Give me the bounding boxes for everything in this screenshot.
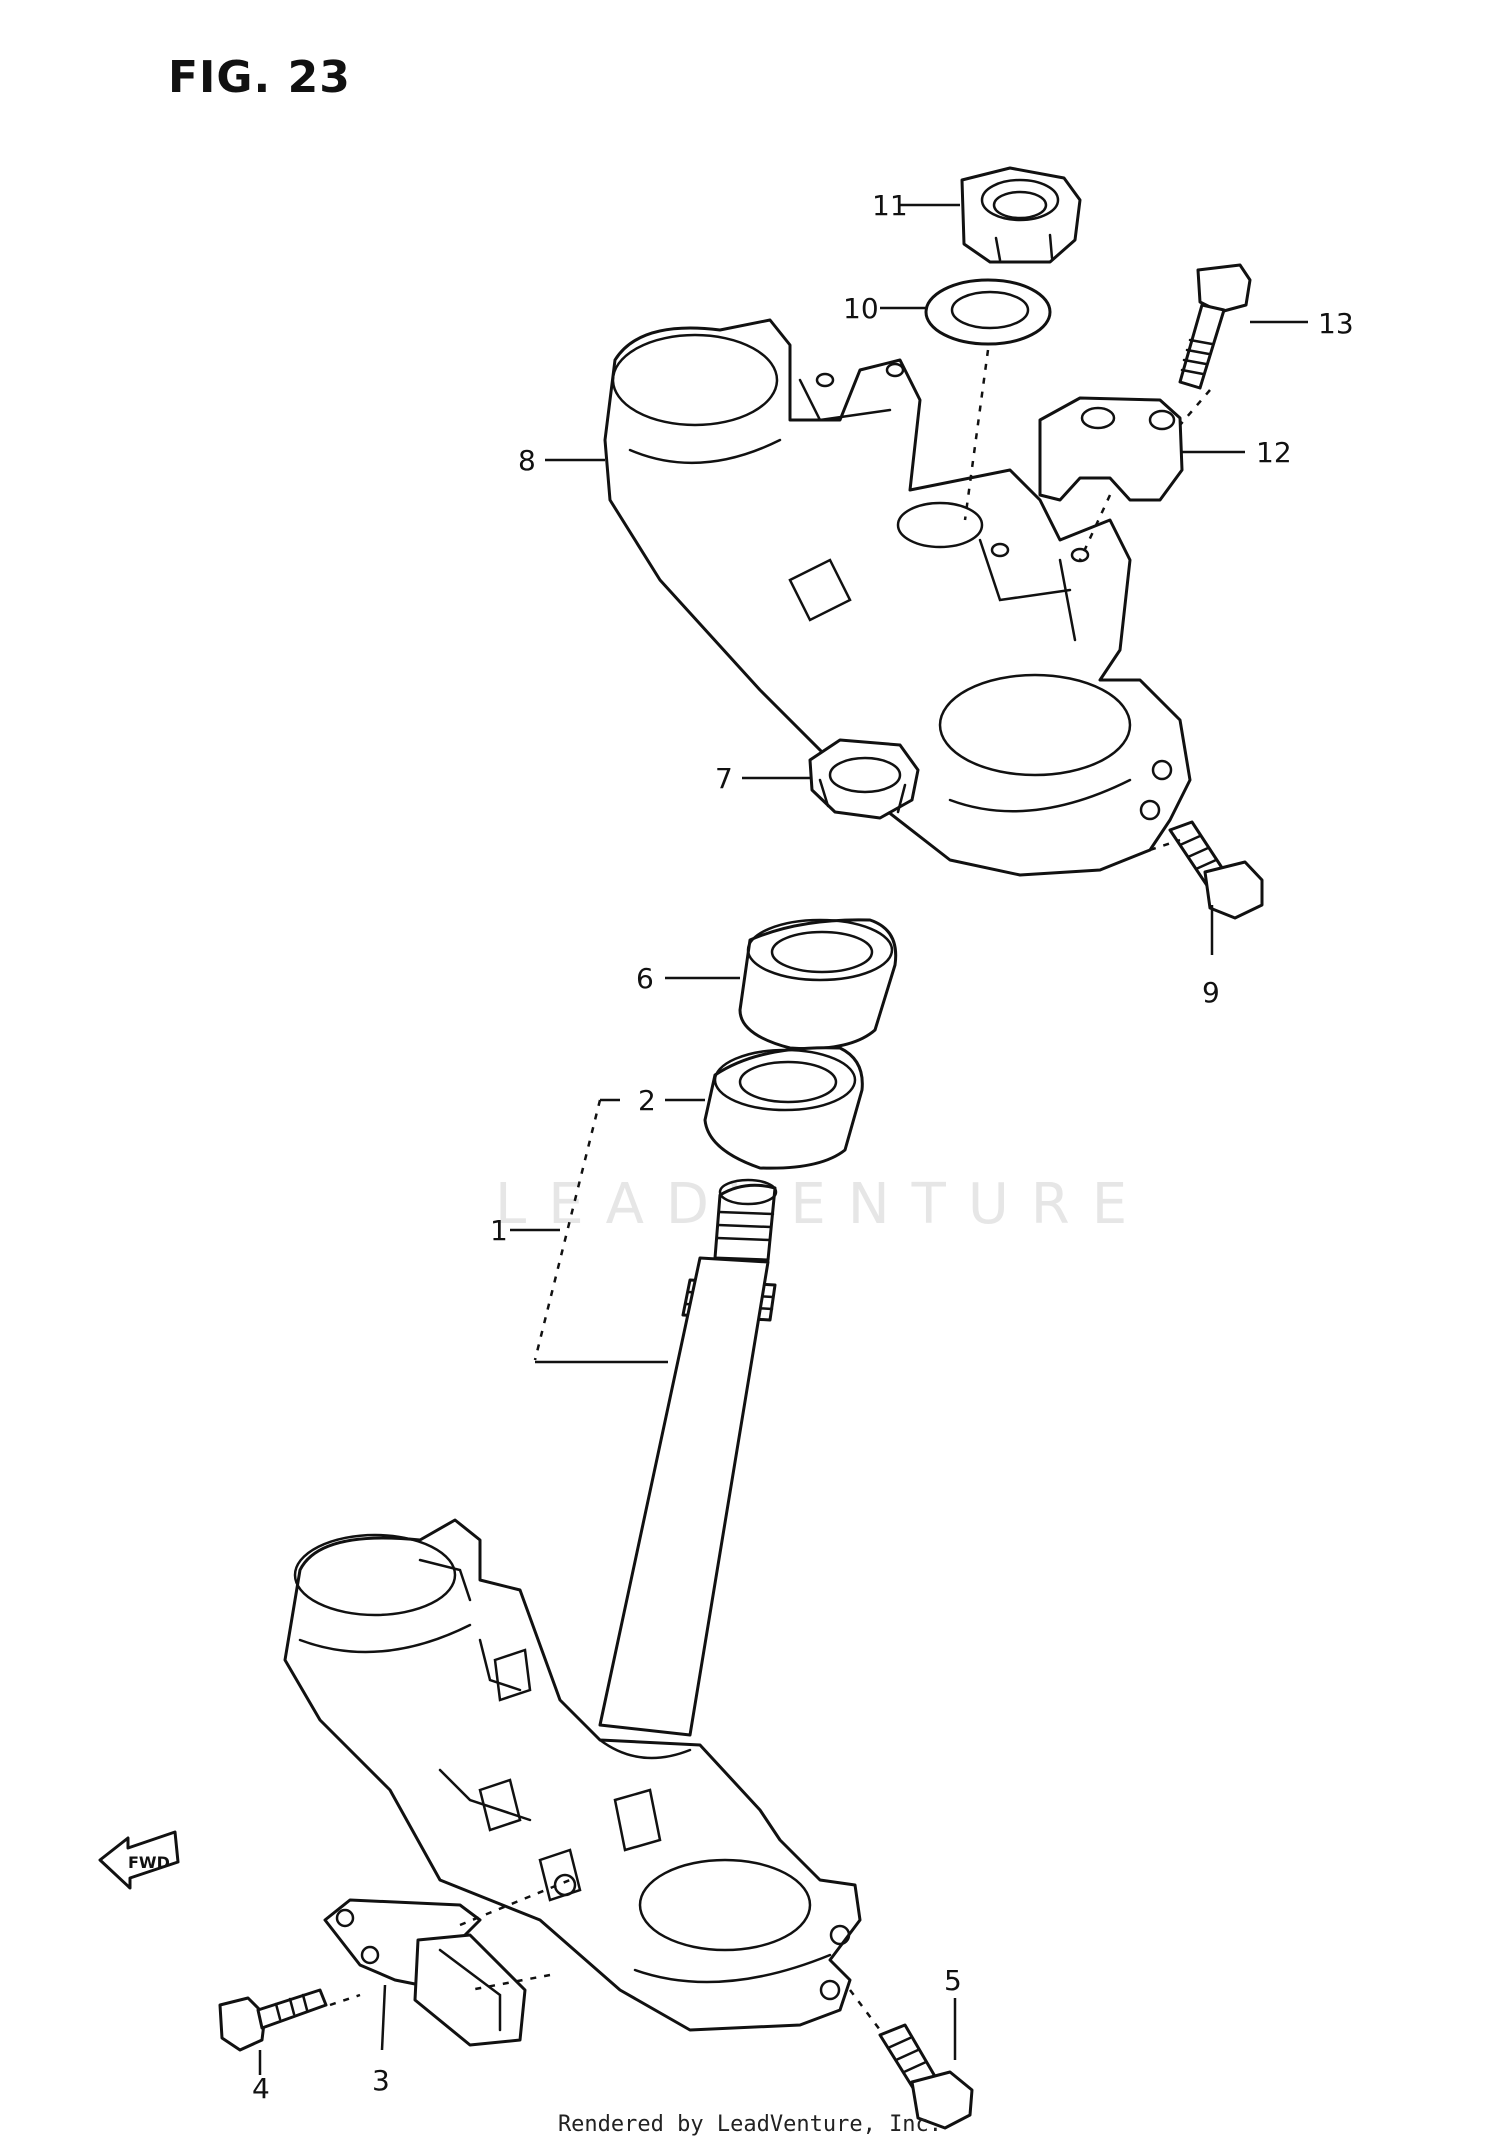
part-3-cable-guide: [323, 1898, 527, 2047]
part-8-upper-bracket: [603, 318, 1192, 877]
callout-3: 3: [372, 2064, 390, 2097]
footer-credit: Rendered by LeadVenture, Inc.: [557, 2112, 943, 2137]
figure-title: FIG. 23: [168, 52, 351, 103]
part-11-stem-nut: [960, 166, 1082, 264]
part-7-lock-nut: [808, 738, 920, 820]
callout-9: 9: [1202, 976, 1220, 1009]
callout-7: 7: [715, 762, 733, 795]
callout-10: 10: [843, 292, 879, 325]
callout-8: 8: [518, 444, 536, 477]
part-13-bolt: [1178, 263, 1252, 390]
leader-lines: [258, 203, 1308, 2075]
part-10-washer: [924, 278, 1052, 346]
fwd-label: FWD: [128, 1853, 170, 1872]
callout-2: 2: [638, 1084, 656, 1117]
callout-6: 6: [636, 962, 654, 995]
fwd-arrow-icon: FWD: [98, 1830, 180, 1890]
part-12-handlebar-clamp: [1038, 396, 1184, 502]
callout-13: 13: [1318, 307, 1354, 340]
part-9-bolt: [1168, 820, 1264, 920]
callout-5: 5: [944, 1964, 962, 1997]
callout-1: 1: [490, 1214, 508, 1247]
part-5-bolt: [878, 2023, 974, 2130]
part-6-upper-bearing: [738, 918, 898, 1051]
watermark: LEADVENTURE: [495, 1172, 1150, 1237]
part-4-bolt: [218, 1988, 328, 2052]
callout-4: 4: [252, 2072, 270, 2105]
callout-11: 11: [872, 189, 908, 222]
part-1-steering-stem-lower-bracket: [283, 1178, 862, 2032]
callout-12: 12: [1256, 436, 1292, 469]
part-2-lower-bearing: [703, 1046, 864, 1170]
callout-labels: 11 10 13 12 8 7 9 6 2 1 4 3 5: [252, 189, 1354, 2105]
